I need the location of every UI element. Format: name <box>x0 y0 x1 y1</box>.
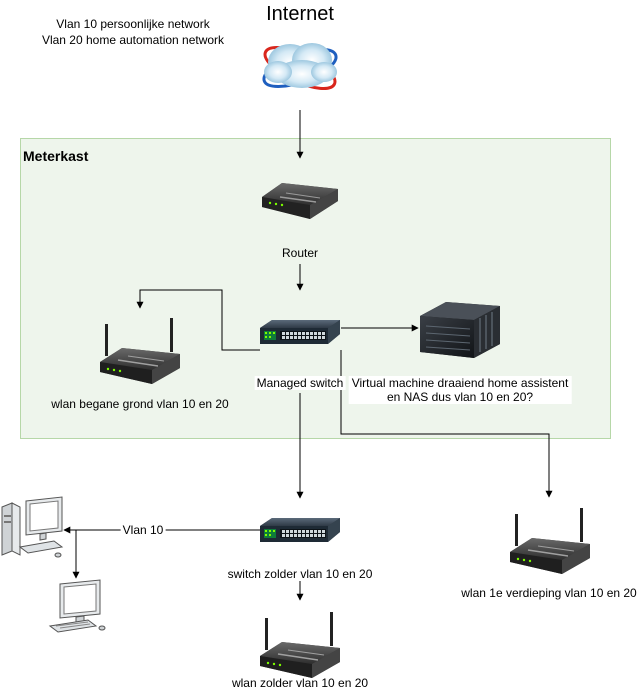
desktop-computer-icon <box>1 496 63 558</box>
wlan-zolder-icon <box>259 611 341 679</box>
wlan-begane-grond-label: wlan begane grond vlan 10 en 20 <box>51 397 229 411</box>
server-label-line-2: en NAS dus vlan 10 en 20? <box>386 390 534 404</box>
legend-vlan-20: Vlan 20 home automation network <box>41 33 225 47</box>
managed-switch-icon <box>260 320 340 344</box>
edge-switch-wlan-begane-grond <box>136 289 260 351</box>
monitor-keyboard-icon <box>49 579 106 633</box>
internet-cloud-globe-icon <box>262 43 338 90</box>
switch-zolder-label: switch zolder vlan 10 en 20 <box>225 567 375 581</box>
switch-zolder-icon <box>260 518 340 542</box>
router-label: Router <box>280 246 320 260</box>
server-label-line-1: Virtual machine draaiend home assistent <box>351 376 569 390</box>
wlan-1e-verdieping-icon <box>509 507 591 575</box>
legend-vlan-10: Vlan 10 persoonlijke network <box>56 17 210 31</box>
edge-switch-wlan-1e-verdieping <box>340 350 553 498</box>
managed-switch-label: Managed switch <box>254 376 346 390</box>
vlan-10-edge-label: Vlan 10 <box>120 523 166 537</box>
internet-title: Internet <box>266 3 334 25</box>
meterkast-title: Meterkast <box>23 148 89 164</box>
server-label: Virtual machine draaiend home assistent … <box>348 376 572 404</box>
server-rack-icon <box>420 302 500 358</box>
wlan-1e-verdieping-label: wlan 1e verdieping vlan 10 en 20 <box>461 586 637 600</box>
wlan-zolder-label: wlan zolder vlan 10 en 20 <box>231 676 369 690</box>
